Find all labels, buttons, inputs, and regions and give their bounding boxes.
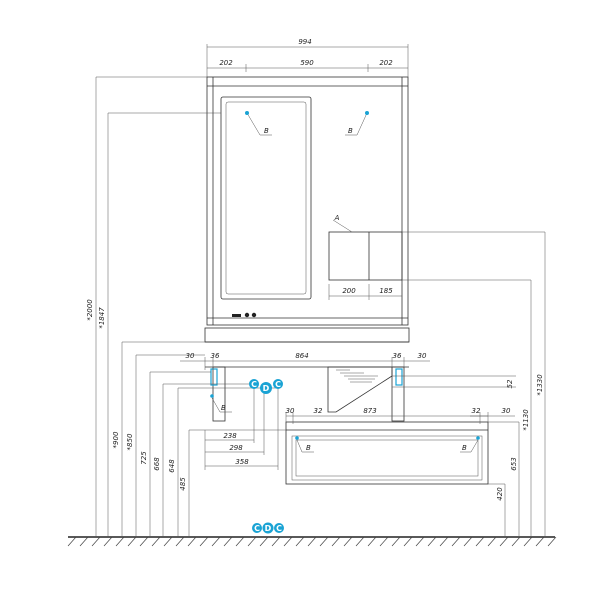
dimension-labels: 994 202 590 202 864 30 36 36 30 873 30 3…	[86, 38, 544, 501]
sensor-letter-5: D	[265, 524, 272, 533]
dim-32b: 32	[472, 407, 481, 415]
dim-30b: 30	[286, 407, 295, 415]
sensor-letter-1: C	[251, 380, 257, 389]
dim-32a: 32	[314, 407, 323, 415]
label-a: A	[334, 214, 340, 222]
label-b-3: B	[221, 404, 226, 412]
dim-298: 298	[229, 444, 243, 452]
sensor-badge-upper: C D C	[249, 379, 283, 394]
label-b-4: B	[306, 444, 311, 452]
dim-cab-width: 864	[295, 352, 308, 360]
shelf-box	[328, 231, 403, 281]
label-b-1: B	[264, 127, 269, 135]
height-1330: *1330	[536, 374, 544, 396]
dimension-lines	[95, 44, 546, 537]
height-1847: *1847	[98, 307, 106, 329]
dim-top-left: 202	[219, 59, 233, 67]
height-485: 485	[179, 477, 187, 491]
sensor-letter-4: C	[254, 524, 260, 533]
dim-873: 873	[363, 407, 376, 415]
height-653: 653	[510, 457, 518, 470]
dim-side-l-30: 30	[186, 352, 195, 360]
height-648: 648	[168, 459, 176, 473]
floor	[67, 536, 557, 547]
dim-top-mid: 590	[300, 59, 314, 67]
height-2000: *2000	[86, 299, 94, 321]
height-900: *900	[112, 431, 120, 448]
height-668: 668	[153, 457, 161, 471]
dim-200: 200	[342, 287, 356, 295]
dim-overall-width: 994	[298, 38, 311, 46]
dim-side-r-36: 36	[393, 352, 402, 360]
dim-side-l-36: 36	[211, 352, 220, 360]
sensor-letter-2: D	[263, 384, 270, 393]
height-420: 420	[496, 487, 504, 501]
sensor-letter-6: C	[276, 524, 282, 533]
dim-185: 185	[379, 287, 393, 295]
height-850: *850	[126, 433, 134, 450]
drawer	[285, 421, 489, 485]
dim-52: 52	[506, 379, 514, 388]
height-725: 725	[140, 451, 148, 465]
dim-side-r-30: 30	[418, 352, 427, 360]
height-1130: *1130	[522, 409, 530, 431]
mirror-frame	[206, 76, 409, 326]
sensor-letter-3: C	[275, 380, 281, 389]
dim-top-right: 202	[379, 59, 393, 67]
sensor-badge-floor: C D C	[252, 522, 284, 534]
dim-30c: 30	[502, 407, 511, 415]
mount-points	[210, 111, 480, 440]
label-b-2: B	[348, 127, 353, 135]
vanity-top	[204, 327, 410, 422]
dim-238: 238	[223, 432, 237, 440]
label-b-5: B	[462, 444, 467, 452]
dim-358: 358	[235, 458, 249, 466]
